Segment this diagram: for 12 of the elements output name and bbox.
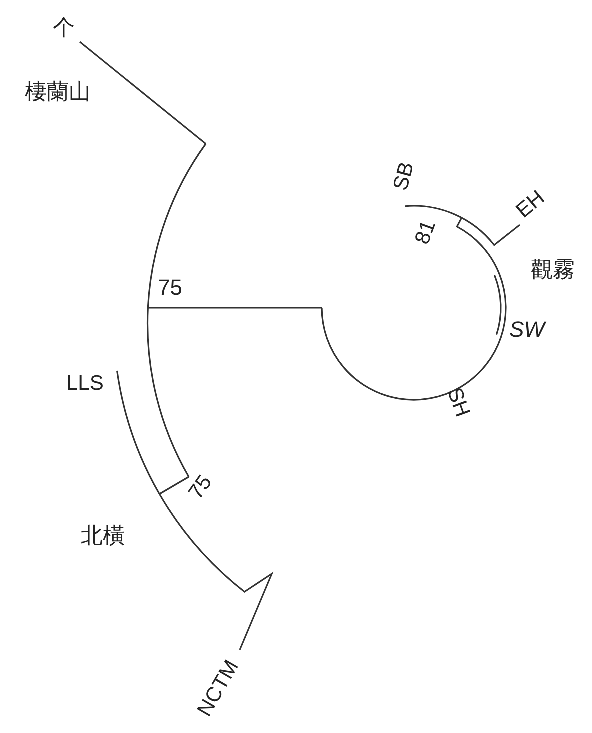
tip-label: 个 — [53, 17, 75, 39]
clade-label: 棲蘭山 — [25, 81, 91, 103]
clade-label: 觀霧 — [531, 259, 575, 281]
tip-label: SB — [390, 160, 418, 192]
bootstrap-value: 75 — [184, 471, 216, 503]
tip-label: SH — [443, 384, 473, 420]
tip-label: EH — [512, 186, 548, 222]
tip-label: LLS — [66, 372, 104, 394]
bootstrap-value: 75 — [158, 277, 182, 299]
clade-label: 北橫 — [81, 525, 125, 547]
tip-label: SW — [510, 319, 545, 341]
bootstrap-value: 81 — [411, 217, 440, 247]
